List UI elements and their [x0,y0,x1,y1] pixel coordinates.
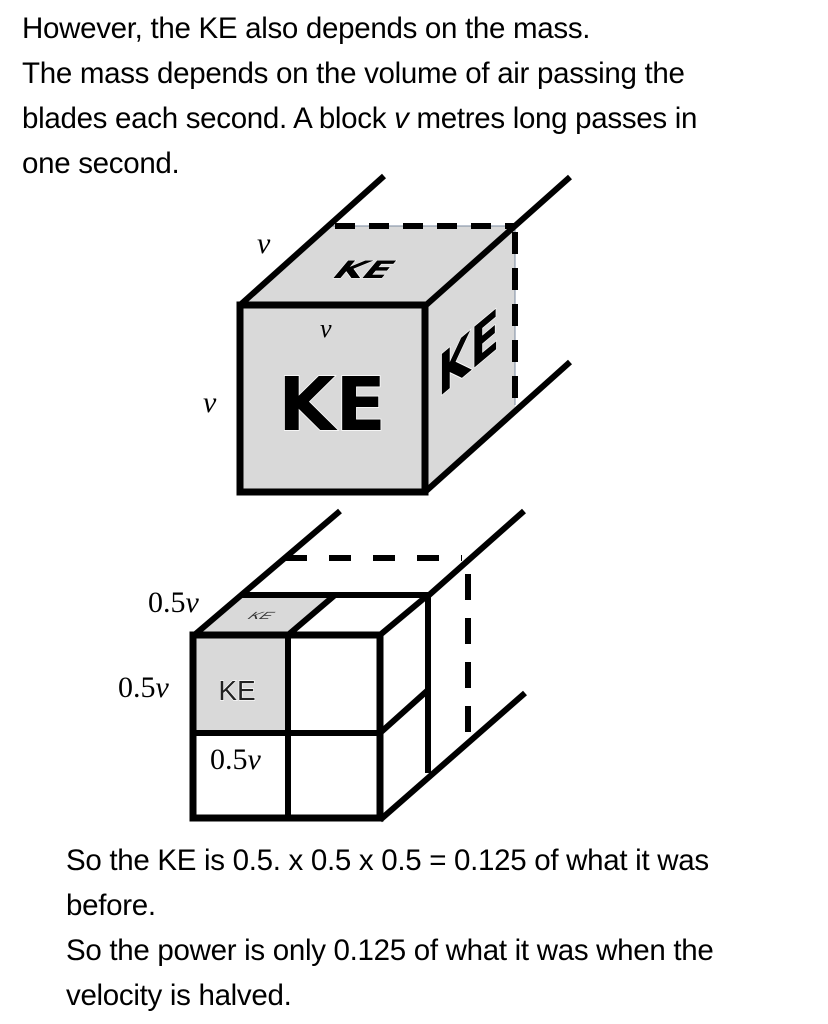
large-cube-height-label: v [203,386,217,419]
intro-line-2: The mass depends on the volume of air pa… [22,57,685,90]
variable-v: v [394,102,409,135]
intro-line-3: blades each second. A block v metres lon… [22,96,822,141]
large-cube-flow-line-left [236,173,387,309]
small-cube-shaded-front [193,635,288,733]
conclusion-line-3: So the power is only 0.125 of what it wa… [66,934,714,967]
conclusion-line-4: velocity is halved. [66,979,292,1012]
small-cube-width-label: 0.5v [210,743,262,776]
conclusion-line-2: before. [66,889,156,922]
conclusion-line-1: So the KE is 0.5. x 0.5 x 0.5 = 0.125 of… [66,844,709,877]
small-cube-height-label: 0.5v [118,671,170,704]
large-cube-width-label: v [320,314,332,343]
intro-paragraph: However, the KE also depends on the mass… [22,6,822,186]
large-cube-flow-line-right [423,174,572,309]
intro-line-1: However, the KE also depends on the mass… [22,12,591,45]
intro-line-3-head: blades each second. A block [22,102,395,135]
large-cube-depth-label: v [257,227,271,260]
small-cube-flow-line-bottom [428,693,525,818]
small-cube-depth-label: 0.5v [148,586,200,619]
large-cube-right-face [425,226,515,492]
large-cube-front-ke: KE [278,362,386,448]
large-cube-front-face [240,305,425,492]
small-cube-top-ke: KE [245,610,278,622]
small-cube: 0.5v 0.5v 0.5v KE KE [118,508,527,823]
small-cube-front-ke: KE [218,675,255,706]
large-cube-flow-line-bottom [422,359,573,495]
intro-line-3-tail: metres long passes in [408,102,698,135]
conclusion-paragraph: So the KE is 0.5. x 0.5 x 0.5 = 0.125 of… [66,838,826,1018]
small-cube-flow-line-left [190,508,342,640]
intro-line-4: one second. [22,147,180,180]
large-cube: v v v KE KE KE [203,173,573,496]
small-cube-flow-line-right [426,508,526,599]
